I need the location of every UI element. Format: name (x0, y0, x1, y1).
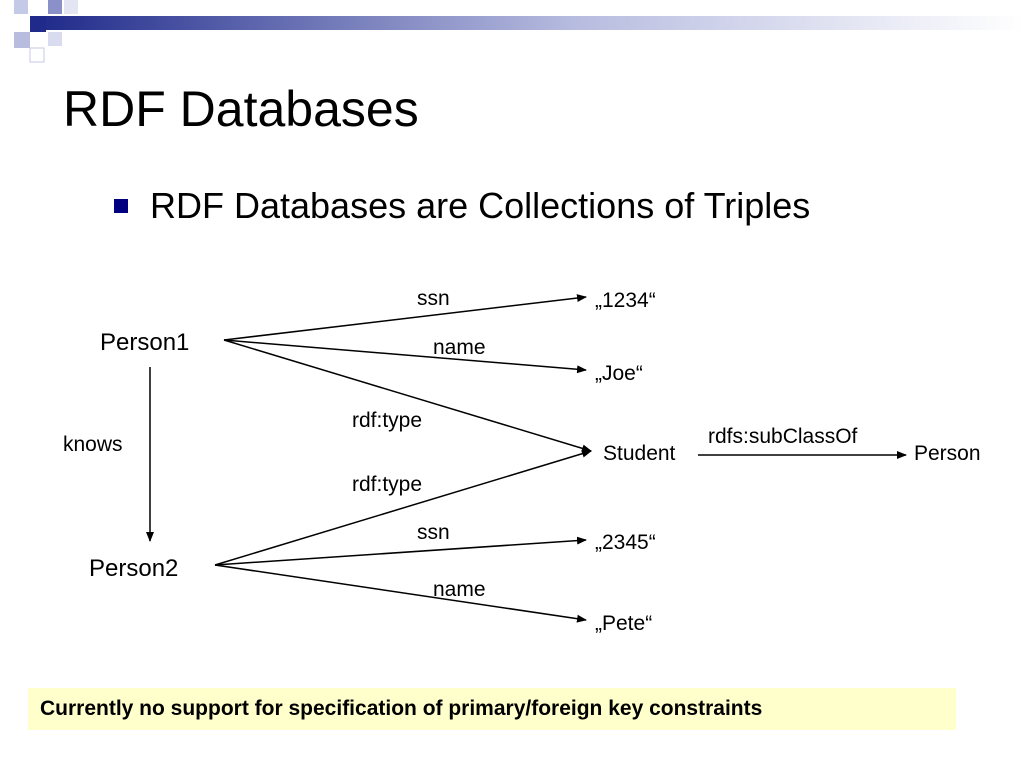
edge-person1-name (223, 339, 587, 374)
header-square (14, 32, 30, 48)
edge-label-ssn-2: ssn (417, 521, 450, 544)
header-square (30, 16, 46, 32)
edge-label-name-2: name (433, 578, 486, 601)
node-person: Person (914, 442, 981, 465)
edge-person1-ssn (223, 294, 587, 341)
node-person2: Person2 (89, 555, 178, 582)
edge-label-rdftype-2: rdf:type (352, 473, 422, 496)
node-literal-1234: „1234“ (595, 289, 656, 312)
edge-person2-type (214, 449, 592, 566)
page-title: RDF Databases (63, 81, 419, 137)
edge-label-name-1: name (433, 336, 486, 359)
note-text: Currently no support for specification o… (40, 697, 763, 720)
note-box: Currently no support for specification o… (28, 688, 956, 730)
node-student: Student (603, 442, 676, 465)
square-bullet-icon (114, 199, 128, 213)
edge-person1-type (223, 339, 592, 453)
header-square (29, 47, 45, 63)
header-decoration (14, 0, 1024, 63)
edge-person2-ssn (214, 536, 587, 566)
edge-label-rdftype-1: rdf:type (352, 409, 422, 432)
bullet-text: RDF Databases are Collections of Triples (150, 185, 811, 226)
edge-label-ssn-1: ssn (417, 287, 450, 310)
node-person1: Person1 (100, 329, 189, 356)
bullet-item: RDF Databases are Collections of Triples (114, 183, 810, 229)
header-square (64, 0, 78, 14)
header-square (48, 32, 62, 46)
edge-label-knows: knows (63, 433, 123, 456)
node-literal-2345: „2345“ (595, 531, 656, 554)
header-gradient-bar (36, 16, 1024, 30)
node-literal-joe: „Joe“ (595, 362, 643, 385)
edge-person2-name (214, 564, 587, 623)
header-square (48, 0, 62, 14)
header-square (14, 0, 28, 14)
node-literal-pete: „Pete“ (595, 612, 652, 635)
edge-label-subclassof: rdfs:subClassOf (708, 425, 858, 448)
